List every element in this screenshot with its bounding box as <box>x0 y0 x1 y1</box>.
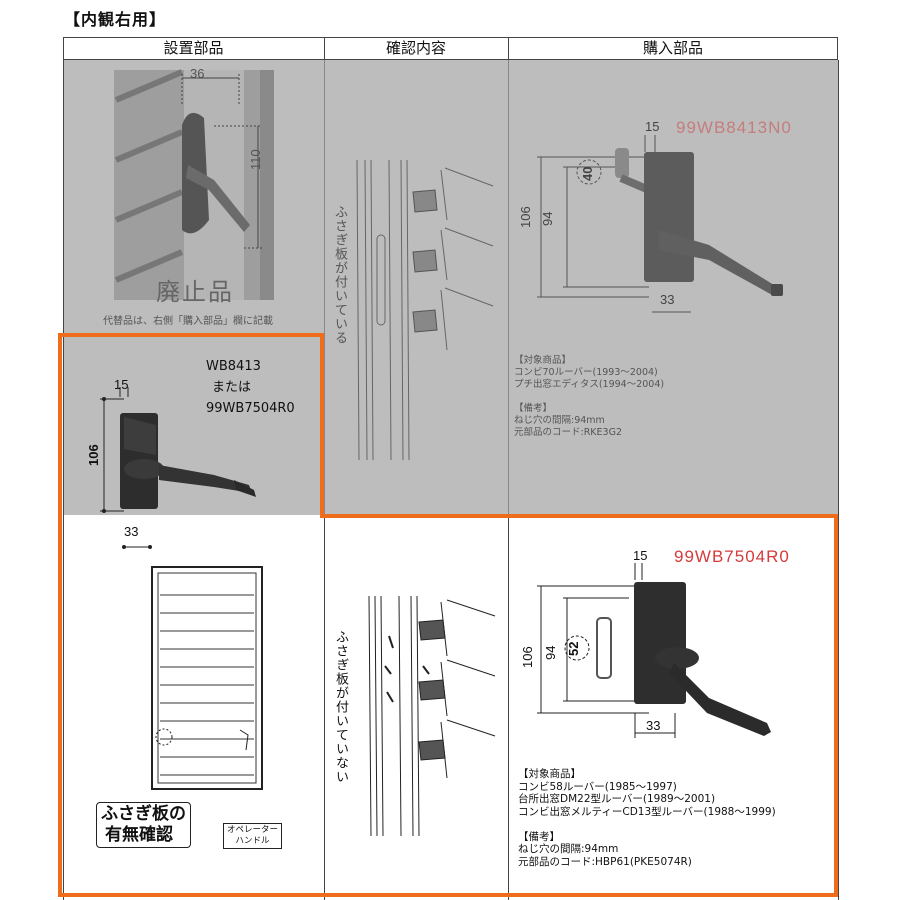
with-cover-label: ふさぎ板が付いている <box>332 205 347 345</box>
header-divider <box>324 37 325 60</box>
dim-8413-bottom: 33 <box>660 292 675 307</box>
model-line-3: 99WB7504R0 <box>206 401 295 416</box>
louver-with-cover-illustration <box>356 159 494 461</box>
operator-line-1: オペレーター <box>227 825 279 835</box>
part-number-8413: 99WB8413N0 <box>676 118 792 137</box>
header-purchase: 購入部品 <box>642 39 703 57</box>
grid-line <box>838 60 839 900</box>
dim-height: 110 <box>248 149 263 170</box>
header-install: 設置部品 <box>163 39 224 57</box>
discontinued-label: 廃止品 <box>156 278 234 306</box>
header-row <box>63 37 838 60</box>
dim-7504-top: 15 <box>633 548 648 563</box>
notes-7504: 【対象商品】 コンビ58ルーバー(1985〜1997) 台所出窓DM22型ルーバ… <box>518 768 776 868</box>
operator-line-2: ハンドル <box>235 836 270 846</box>
without-cover-label: ふさぎ板が付いていない <box>333 630 348 784</box>
dim-7504-inner: 94 <box>543 645 558 660</box>
dim-8413-inner: 94 <box>540 211 555 226</box>
part-number-7504: 99WB7504R0 <box>674 547 790 566</box>
dim-width: 36 <box>190 66 205 81</box>
model-line-2: または <box>212 380 252 395</box>
louver-without-cover-illustration <box>368 595 496 837</box>
cover-check-line-2: 有無確認 <box>105 825 173 845</box>
part-7504-illustration <box>537 563 771 738</box>
dim-7504-bottom: 33 <box>646 718 661 733</box>
operator-handle-callout: オペレーター ハンドル <box>223 823 283 849</box>
cover-check-line-1: ふさぎ板の <box>101 804 186 824</box>
grid-line <box>324 60 325 515</box>
highlight-left-edge <box>320 333 324 518</box>
model-info: WB8413 または 99WB7504R0 <box>206 356 295 419</box>
grid-line <box>508 515 509 900</box>
dim-7504-circle: 52 <box>566 641 581 656</box>
page-title: 【内観右用】 <box>64 10 167 29</box>
grid-line <box>63 60 64 900</box>
highlight-bottom <box>58 893 838 897</box>
dim-install-bottom: 33 <box>124 524 139 539</box>
dim-7504-outer: 106 <box>520 646 535 668</box>
notes-8413: 【対象商品】 コンビ70ルーバー(1993〜2004) プチ出窓エディタス(19… <box>514 355 665 438</box>
dim-8413-outer: 106 <box>518 206 533 228</box>
highlight-right-top <box>508 514 838 518</box>
cover-check-callout: ふさぎ板の 有無確認 <box>96 802 191 848</box>
dim-install-top: 15 <box>114 377 129 392</box>
grid-line <box>508 60 509 515</box>
dim-install-height: 106 <box>86 444 101 466</box>
header-divider <box>508 37 509 60</box>
model-line-1: WB8413 <box>206 359 261 374</box>
discontinued-part-illustration <box>114 69 274 300</box>
highlight-step <box>320 514 520 518</box>
header-confirm: 確認内容 <box>385 39 446 57</box>
grid-line <box>324 515 325 900</box>
dim-8413-top: 15 <box>645 119 660 134</box>
louver-window-illustration <box>151 566 263 790</box>
discontinued-note: 代替品は、右側「購入部品」欄に記載 <box>103 316 273 327</box>
dim-8413-circle: 40 <box>580 166 595 181</box>
install-part-illustration <box>100 387 256 549</box>
part-8413-illustration <box>537 135 783 313</box>
